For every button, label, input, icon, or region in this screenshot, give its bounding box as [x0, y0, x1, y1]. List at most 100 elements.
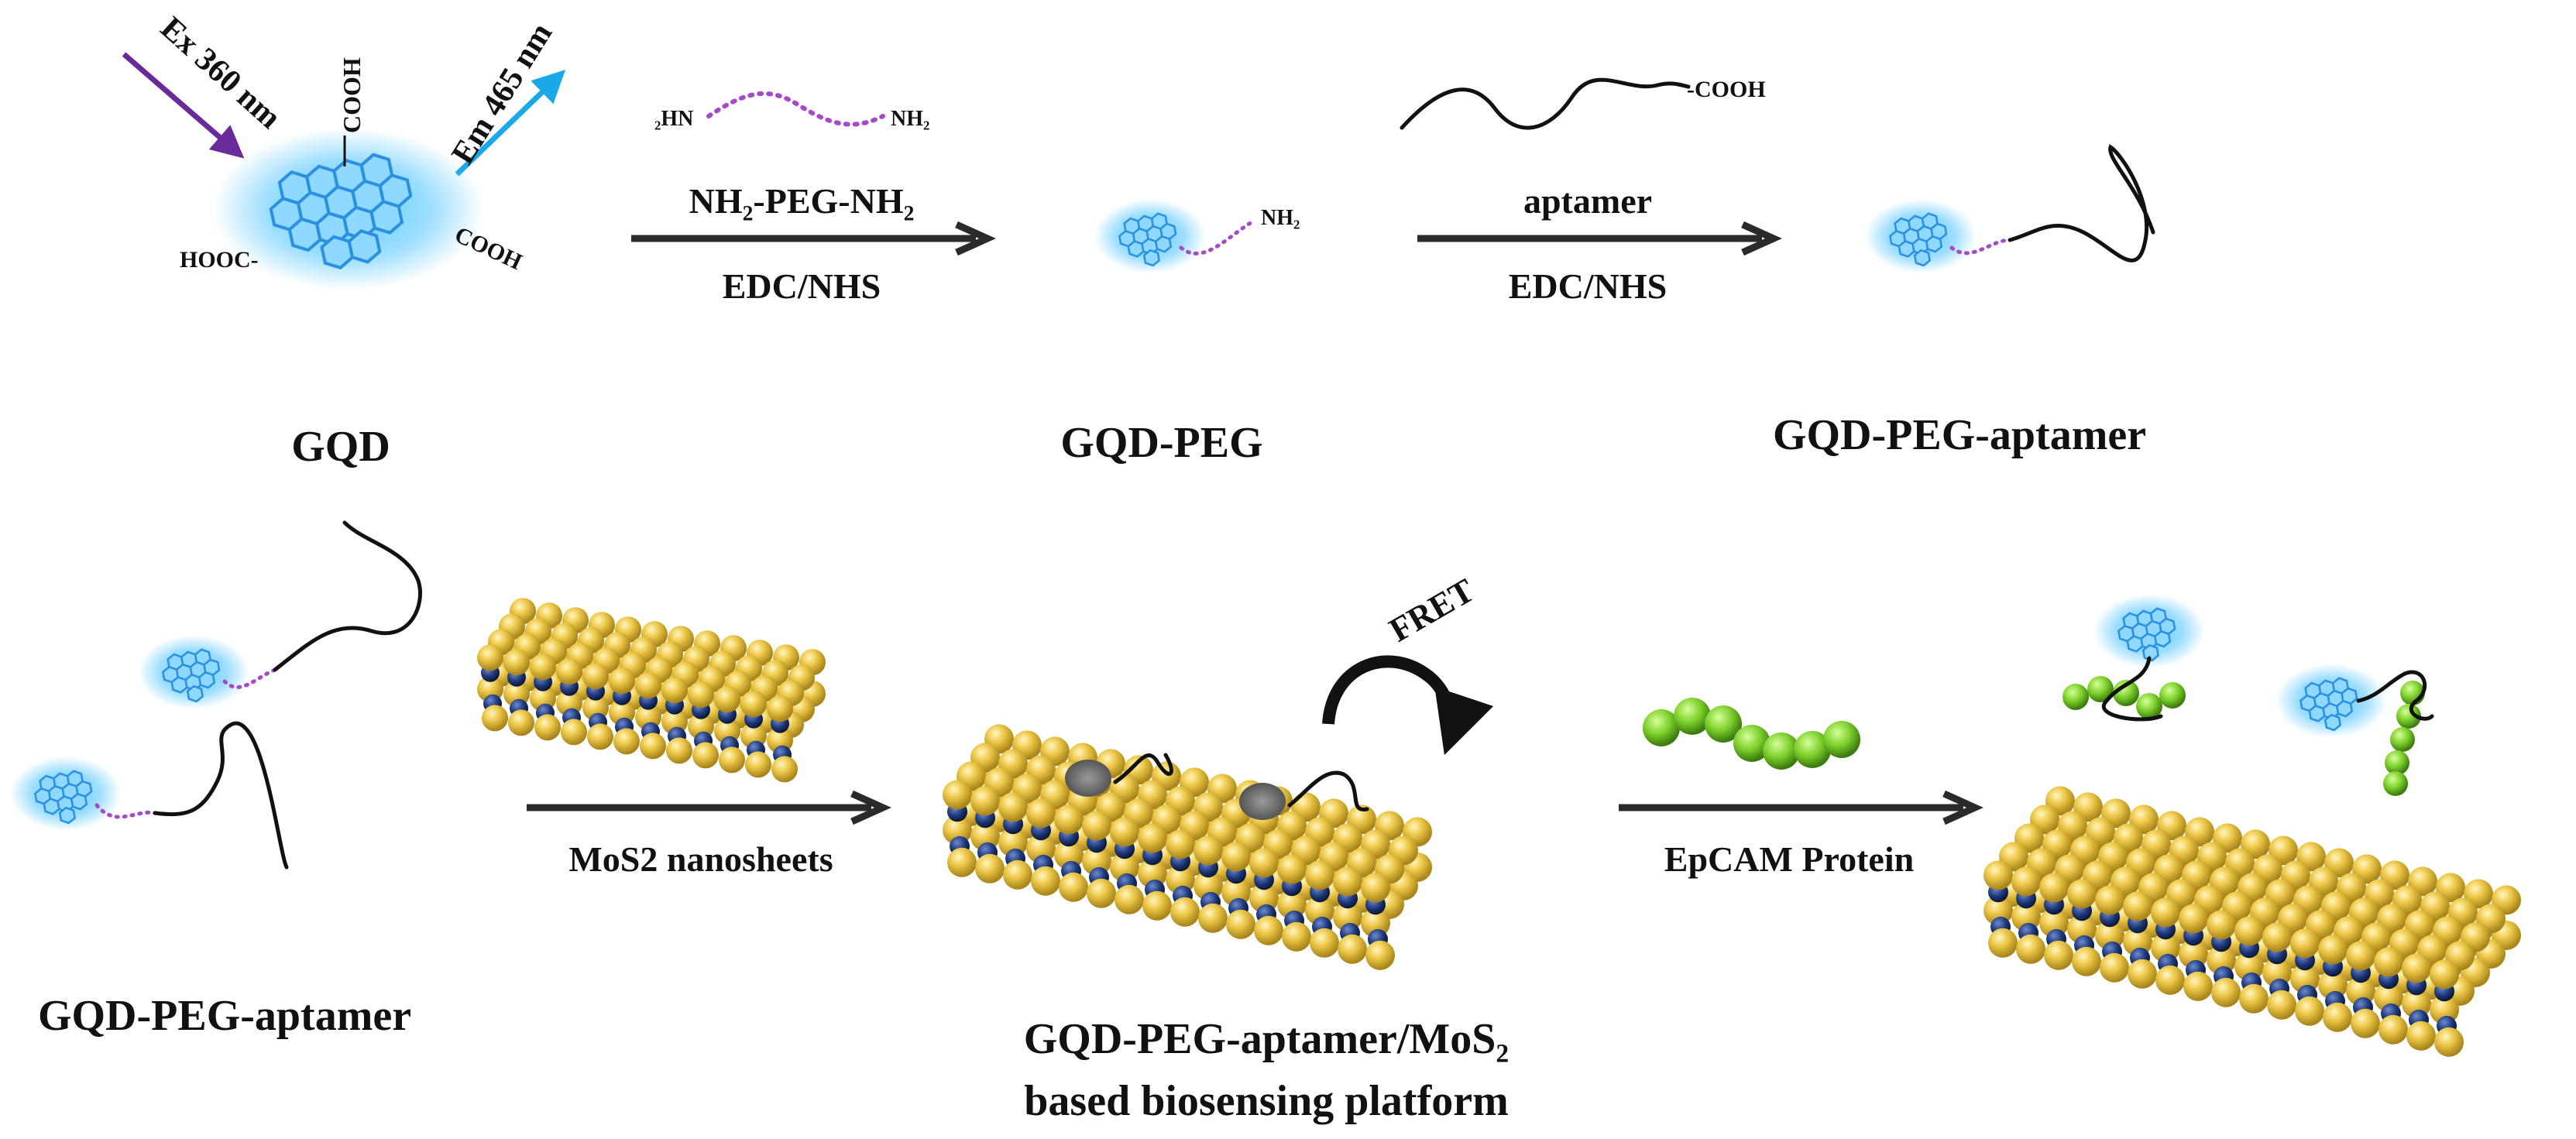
sulfur-atom [503, 649, 530, 676]
label-gqd-peg: GQD-PEG [1060, 419, 1262, 467]
sulfur-atom [613, 728, 640, 755]
sulfur-atom [1338, 934, 1367, 964]
sulfur-atom [2044, 940, 2073, 970]
sulfur-atom [1166, 865, 1195, 894]
sulfur-atom [1365, 940, 1395, 970]
sulfur-atom [2290, 928, 2320, 959]
sulfur-atom [719, 746, 745, 774]
sulfur-atom [2128, 959, 2157, 989]
sulfur-atom [1170, 897, 1200, 927]
excitation-arrow [122, 52, 245, 159]
sulfur-atom [508, 709, 534, 736]
emission-arrow [455, 70, 566, 177]
sulfur-atom [1110, 853, 1139, 882]
step2-reagent: aptamer [1523, 181, 1652, 221]
protein-bead [2390, 727, 2415, 752]
sulfur-atom [1361, 908, 1390, 938]
step4-reagent: EpCAM Protein [1664, 839, 1914, 879]
protein-bead [1823, 721, 1860, 758]
sulfur-atom [970, 822, 1000, 851]
sulfur-atom [482, 705, 508, 732]
sulfur-atom [998, 828, 1028, 857]
mos2-nanosheet-icon [477, 598, 826, 783]
sulfur-atom [2262, 922, 2292, 952]
step1-condition: EDC/NHS [723, 266, 881, 306]
peg-linker-molecule [706, 91, 885, 127]
sulfur-atom [1031, 866, 1060, 896]
sulfur-atom [2179, 904, 2208, 934]
sulfur-atom [2374, 947, 2403, 977]
sulfur-atom [1026, 834, 1056, 863]
adsorbed-gqd-probe-1 [1065, 753, 1173, 797]
sulfur-atom [1361, 873, 1390, 903]
sulfur-atom [582, 663, 609, 690]
sulfur-atom [1198, 903, 1228, 933]
gqd-peg-aptamer-probe-1 [136, 520, 422, 711]
sulfur-atom [943, 780, 972, 810]
sulfur-atom [635, 672, 661, 699]
sulfur-atom [530, 654, 556, 681]
sulfur-atom [2430, 959, 2459, 990]
protein-bead [1705, 705, 1742, 743]
protein-bead [2087, 676, 2114, 702]
sulfur-atom [1142, 890, 1172, 921]
protein-bead [2113, 680, 2139, 706]
mos2-nanosheet-after-release-icon [1984, 786, 2521, 1057]
sulfur-atom [2183, 971, 2213, 1001]
sulfur-atom [1282, 921, 1311, 952]
protein-bead [1763, 732, 1800, 770]
sulfur-atom [1277, 890, 1307, 919]
sulfur-atom [1082, 846, 1111, 876]
sulfur-atom [1226, 909, 1255, 939]
sulfur-atom [2406, 1021, 2436, 1051]
sulfur-atom [1221, 842, 1251, 872]
sulfur-atom [609, 667, 635, 695]
label-platform-line1: GQD-PEG-aptamer/MoS₂ [1024, 1015, 1509, 1063]
sulfur-atom [2016, 934, 2045, 964]
sulfur-atom [2351, 1008, 2380, 1038]
sulfur-atom [2374, 983, 2403, 1012]
sulfur-atom [2039, 908, 2069, 938]
sulfur-atom [771, 756, 798, 783]
gqd-peg-aptamer-probe-2 [9, 721, 289, 870]
sulfur-atom [2290, 964, 2320, 993]
sulfur-atom [970, 786, 1000, 816]
sulfur-atom [661, 677, 688, 704]
protein-bead [2136, 693, 2162, 719]
protein-bead [1794, 731, 1831, 768]
fret-label: FRET [1383, 571, 1481, 650]
sulfur-atom [2295, 996, 2324, 1026]
sulfur-atom [2430, 995, 2459, 1024]
sulfur-atom [2239, 983, 2269, 1014]
sulfur-atom [1138, 823, 1167, 853]
excitation-label: Ex 360 nm [153, 10, 287, 136]
sulfur-atom [745, 751, 771, 778]
sulfur-atom [2155, 965, 2185, 995]
sulfur-atom [1305, 896, 1334, 925]
released-aptamer-strand-2 [2356, 670, 2434, 721]
sulfur-atom [688, 681, 714, 708]
sulfur-atom [2123, 891, 2152, 921]
sulfur-atom [1194, 835, 1223, 866]
label-platform-line2: based biosensing platform [1024, 1077, 1508, 1125]
sulfur-atom [1003, 859, 1032, 890]
sulfur-atom [2072, 946, 2101, 976]
sulfur-atom [1254, 915, 1283, 945]
sulfur-atom [1087, 878, 1116, 908]
sulfur-atom [640, 732, 666, 760]
bound-protein-chain-2 [2383, 681, 2425, 796]
protein-bead [1643, 709, 1680, 746]
linker-amine-right: NH₂ [891, 107, 929, 131]
protein-bead [2385, 750, 2409, 775]
sulfur-atom [2379, 1014, 2408, 1045]
carboxyl-group-left: HOOC- [180, 247, 259, 273]
sulfur-atom [1194, 871, 1223, 901]
released-gqd-aptamer-protein-complex-2 [2274, 662, 2389, 739]
sulfur-atom [2207, 945, 2236, 975]
epcam-protein-icon [1643, 698, 1860, 770]
sulfur-atom [477, 644, 503, 671]
adsorbed-gqd-probe-2 [1239, 770, 1369, 820]
sulfur-atom [2318, 935, 2348, 965]
sulfur-atom [2207, 910, 2236, 940]
